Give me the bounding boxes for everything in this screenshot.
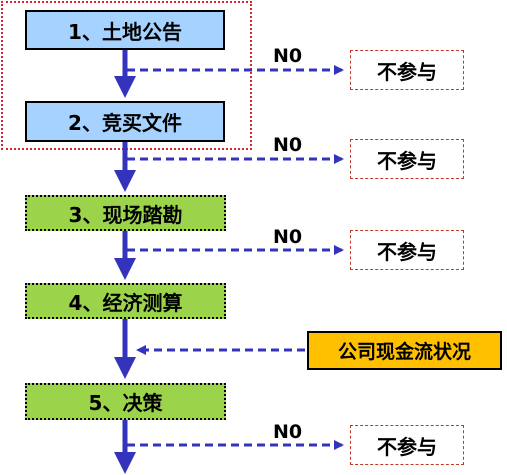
reject-label-1: 不参与 xyxy=(377,59,437,84)
no-label-4: N0 xyxy=(273,421,303,443)
arrowhead-1-2 xyxy=(114,76,136,98)
step-box-1: 1、土地公告 xyxy=(25,10,225,50)
no-label-1: N0 xyxy=(273,45,303,67)
arrowhead-2-3 xyxy=(114,170,136,192)
reject-box-4: 不参与 xyxy=(350,425,464,465)
step-box-4: 4、经济测算 xyxy=(25,283,226,319)
reject-label-3: 不参与 xyxy=(377,239,437,264)
step-box-3: 3、现场踏勘 xyxy=(25,195,226,231)
cashflow-label: 公司现金流状况 xyxy=(337,341,471,363)
reject-box-3: 不参与 xyxy=(350,230,464,270)
reject-label-4: 不参与 xyxy=(377,434,437,459)
arrowhead-3-4 xyxy=(114,258,136,280)
no-label-2: N0 xyxy=(273,134,303,156)
step-label-4: 4、经济测算 xyxy=(68,290,183,315)
cashflow-box: 公司现金流状况 xyxy=(307,331,502,370)
step-box-5: 5、决策 xyxy=(25,383,226,420)
step-box-2: 2、竞买文件 xyxy=(25,101,225,142)
step-label-2: 2、竞买文件 xyxy=(68,111,182,135)
reject-box-2: 不参与 xyxy=(350,139,464,179)
reject-label-2: 不参与 xyxy=(377,148,437,173)
arrowhead-5-out xyxy=(114,452,136,474)
vertical-arrows xyxy=(114,49,136,474)
arrowhead-4-5 xyxy=(114,357,136,379)
reject-box-1: 不参与 xyxy=(350,50,464,90)
step-label-5: 5、决策 xyxy=(88,391,163,415)
step-label-3: 3、现场踏勘 xyxy=(68,202,183,227)
step-label-1: 1、土地公告 xyxy=(68,19,182,44)
no-label-3: N0 xyxy=(273,226,303,248)
